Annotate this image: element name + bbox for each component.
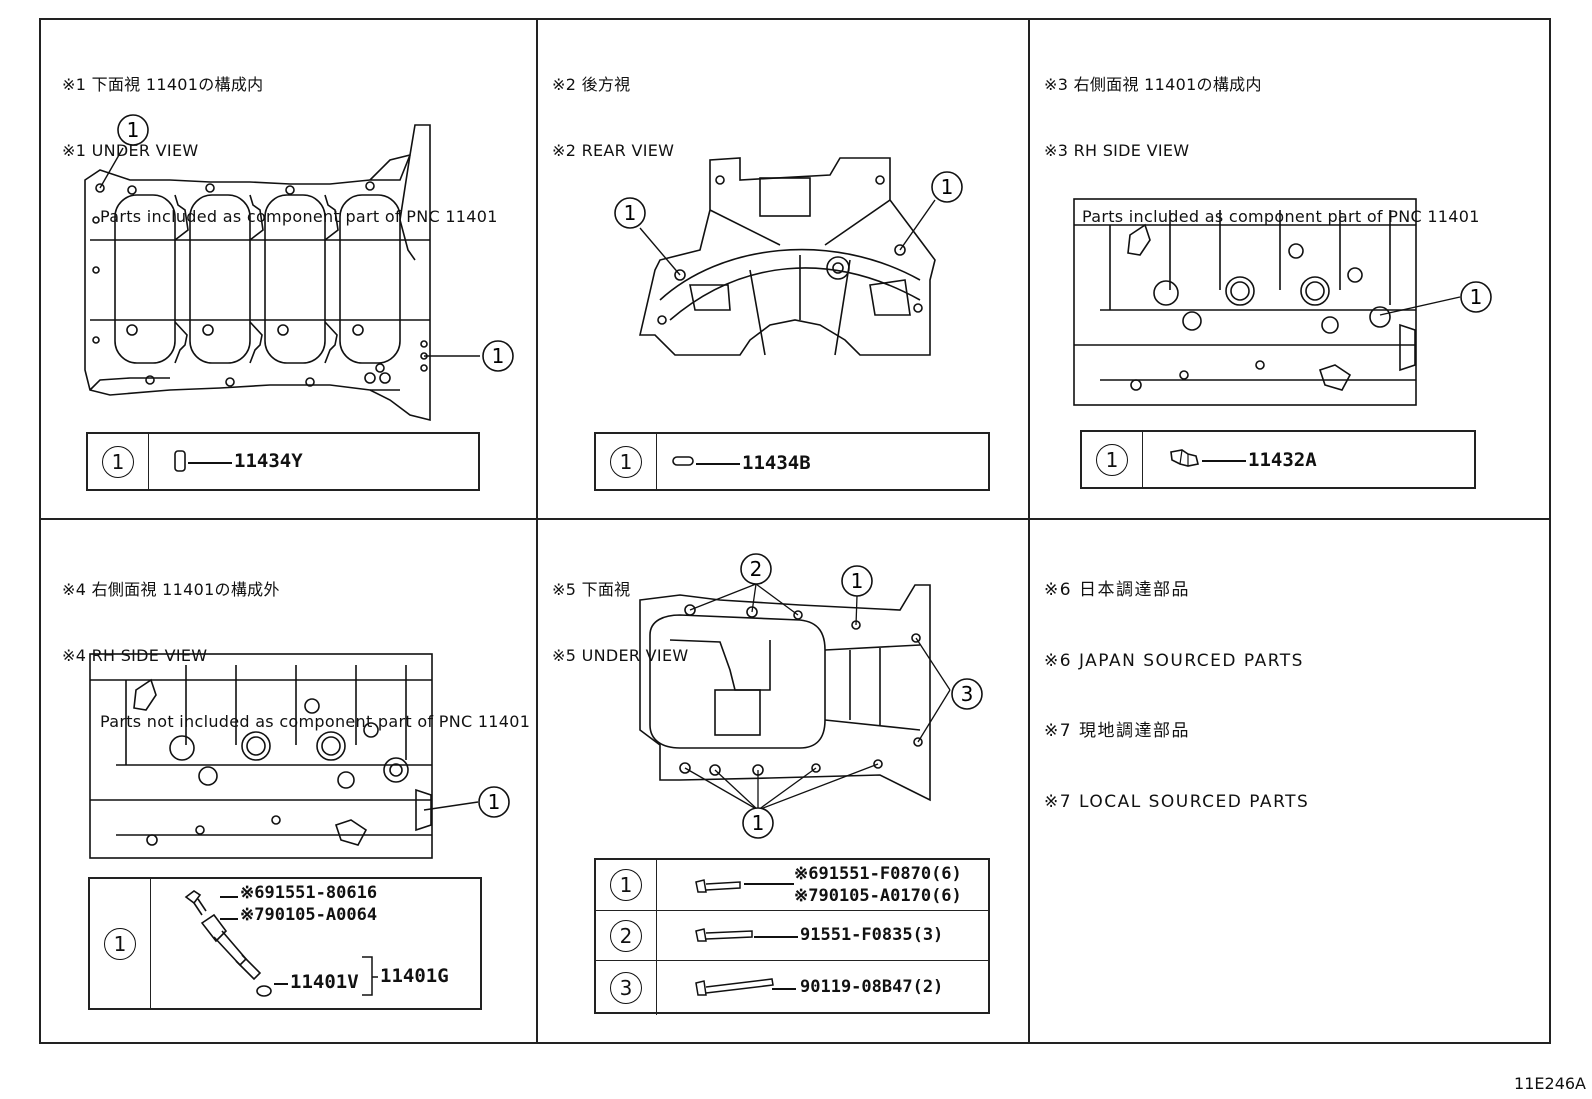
panel1-subtitle: Parts included as component part of PNC … [100,207,498,226]
part-number-gasket: ※790105-A0064 [240,905,378,925]
plug-icon [672,456,694,466]
panel4-title-jp: ※4 右側面視 11401の構成外 [62,580,280,599]
part-number-sub: 11401V [290,971,359,993]
oil-jet-assembly-icon [184,890,272,997]
panel5-oil-pan-drawing: 2 1 3 1 [620,550,1000,850]
bolt-icon [695,928,753,942]
panel1-engine-block-drawing: 1 1 [70,110,530,430]
panel1-header: ※1 下面視 11401の構成内 ※1 UNDER VIEW Parts inc… [62,30,498,250]
table-row: 2 91551-F0835(3) [596,910,988,961]
panel5-parts-table: 1 ※691551-F0870(6) ※790105-A0170(6) 2 91… [594,858,990,1015]
panel3-rh-side-drawing: 1 [1070,195,1500,410]
panel5-title-jp: ※5 下面視 [552,580,631,599]
table-row: 1 ※691551-80616 ※790105-A0064 11401V 114… [90,879,480,1008]
panel5-callout-1-bottom: 1 [752,811,765,835]
part-number-b: ※790105-A0170(6) [794,886,962,906]
note-local-sourced-en: ※7 LOCAL SOURCED PARTS [1044,791,1310,812]
panel2-callout-left: 1 [624,201,637,225]
panel4-rh-side-drawing: 1 [86,650,526,862]
index-badge: 1 [102,445,134,478]
panel5-callout-3: 3 [961,682,974,706]
panel4-subtitle: Parts not included as component part of … [100,712,531,731]
index-badge: 3 [610,972,642,1004]
table-row: 1 11432A [1082,432,1474,487]
note-jp-sourced-jp: ※6 日本調達部品 [1044,580,1190,600]
part-number-a: ※691551-F0870(6) [794,864,962,884]
divider-v1 [536,18,538,1044]
panel5-header: ※5 下面視 ※5 UNDER VIEW [552,535,688,689]
panel1-callout-right: 1 [492,344,505,368]
part-number: 11432A [1248,449,1317,471]
drain-cock-icon [1170,449,1199,467]
panel3-callout: 1 [1470,285,1483,309]
part-number-assy: 11401G [380,965,449,987]
part-number: 91551-F0835(3) [800,925,944,945]
sourcing-notes: ※6 日本調達部品 ※6 JAPAN SOURCED PARTS ※7 現地調達… [1044,532,1309,838]
panel4-callout: 1 [488,790,501,814]
table-row: 1 11434B [596,434,988,489]
panel2-title-jp: ※2 後方視 [552,75,631,94]
part-number: 90119-08B47(2) [800,977,944,997]
panel4-parts-table: 1 ※691551-80616 ※790105-A0064 11401V 114… [88,877,482,1010]
panel4-header: ※4 右側面視 11401の構成外 ※4 RH SIDE VIEW Parts … [62,535,530,755]
diagram-frame [39,18,1551,1044]
panel3-title-jp: ※3 右側面視 11401の構成内 [1044,75,1262,94]
panel1-title-jp: ※1 下面視 11401の構成内 [62,75,264,94]
table-row: 1 11434Y [88,434,478,489]
part-number-bolt: ※691551-80616 [240,883,378,903]
part-number: 11434Y [234,450,303,472]
index-badge: 1 [610,445,642,478]
index-badge: 1 [1096,443,1128,476]
index-badge: 1 [104,927,136,960]
panel2-title-en: ※2 REAR VIEW [552,141,675,160]
note-jp-sourced-en: ※6 JAPAN SOURCED PARTS [1044,650,1304,671]
table-row: 3 90119-08B47(2) [596,960,988,1015]
panel2-rear-view-drawing: 1 1 [600,150,1000,370]
divider-v2 [1028,18,1030,1044]
panel3-subtitle: Parts included as component part of PNC … [1082,207,1480,226]
panel2-parts-table: 1 11434B [594,432,990,491]
panel5-callout-2: 2 [750,557,763,581]
index-badge: 1 [610,869,642,901]
panel2-callout-right: 1 [941,175,954,199]
part-number: 11434B [742,452,811,474]
table-row: 1 ※691551-F0870(6) ※790105-A0170(6) [596,860,988,910]
figure-code: 11E246A [1514,1074,1586,1093]
bolt-icon [695,879,741,893]
panel1-callout-top: 1 [127,118,140,142]
panel1-title-en: ※1 UNDER VIEW [62,141,199,160]
panel2-header: ※2 後方視 ※2 REAR VIEW [552,30,674,184]
dowel-pin-icon [174,450,186,472]
note-local-sourced-jp: ※7 現地調達部品 [1044,721,1190,741]
divider-h [39,518,1551,520]
panel3-parts-table: 1 11432A [1080,430,1476,489]
panel1-parts-table: 1 11434Y [86,432,480,491]
panel3-title-en: ※3 RH SIDE VIEW [1044,141,1190,160]
panel3-header: ※3 右側面視 11401の構成内 ※3 RH SIDE VIEW Parts … [1044,30,1480,250]
panel4-title-en: ※4 RH SIDE VIEW [62,646,208,665]
bracket-line [362,956,378,996]
index-badge: 2 [610,920,642,952]
bolt-icon [695,978,774,996]
panel5-callout-1-top: 1 [851,569,864,593]
panel5-title-en: ※5 UNDER VIEW [552,646,689,665]
